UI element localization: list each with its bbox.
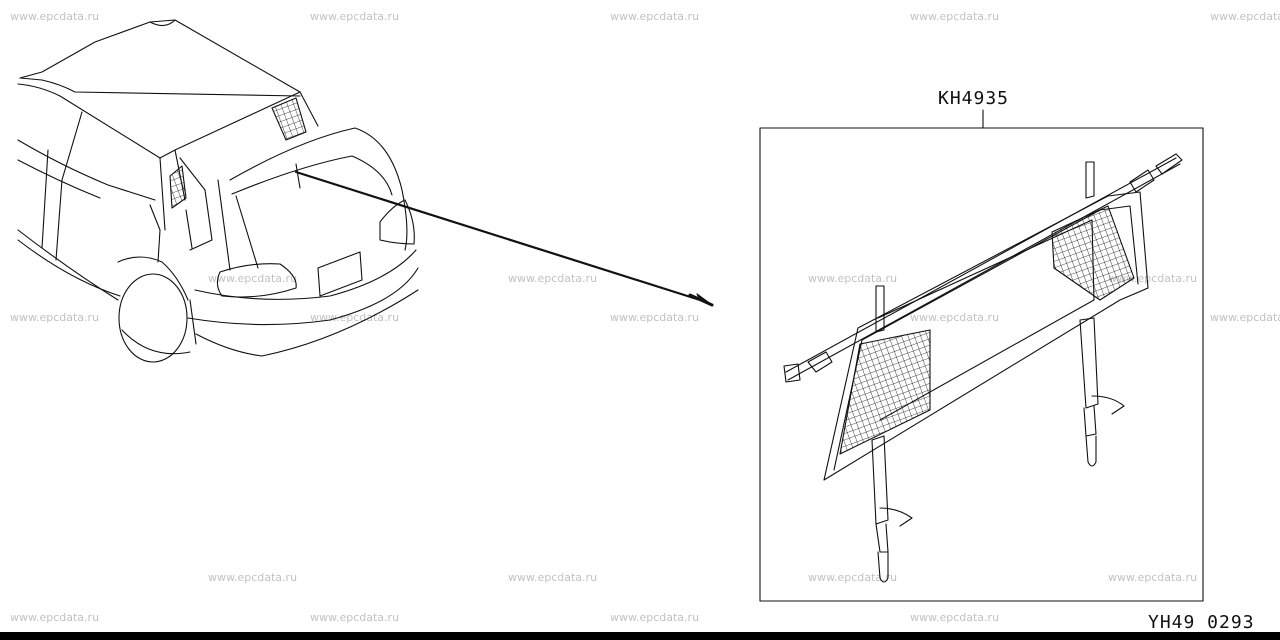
watermark: www.epcdata.ru <box>610 311 700 324</box>
watermark: www.epcdata.ru <box>1210 10 1280 23</box>
watermark: www.epcdata.ru <box>310 10 400 23</box>
detail-frame <box>759 127 1204 602</box>
pointer-arrow <box>294 170 714 307</box>
watermark: www.epcdata.ru <box>508 272 598 285</box>
watermark: www.epcdata.ru <box>808 571 898 584</box>
watermark: www.epcdata.ru <box>508 571 598 584</box>
watermark: www.epcdata.ru <box>10 311 100 324</box>
watermark: www.epcdata.ru <box>1108 571 1198 584</box>
cargo-net <box>783 153 1183 583</box>
watermark: www.epcdata.ru <box>910 611 1000 624</box>
part-number-label: KH4935 <box>938 88 1010 109</box>
watermark: www.epcdata.ru <box>208 272 298 285</box>
watermark: www.epcdata.ru <box>310 611 400 624</box>
watermark: www.epcdata.ru <box>1210 311 1280 324</box>
bottom-border <box>0 632 1280 640</box>
watermark: www.epcdata.ru <box>208 571 298 584</box>
watermark: www.epcdata.ru <box>910 311 1000 324</box>
watermark: www.epcdata.ru <box>10 611 100 624</box>
watermark: www.epcdata.ru <box>610 611 700 624</box>
vehicle-illustration <box>17 19 419 363</box>
figure-code: YH49 0293 <box>1148 612 1255 633</box>
watermark: www.epcdata.ru <box>10 10 100 23</box>
watermark: www.epcdata.ru <box>910 10 1000 23</box>
watermark: www.epcdata.ru <box>808 272 898 285</box>
watermark: www.epcdata.ru <box>610 10 700 23</box>
